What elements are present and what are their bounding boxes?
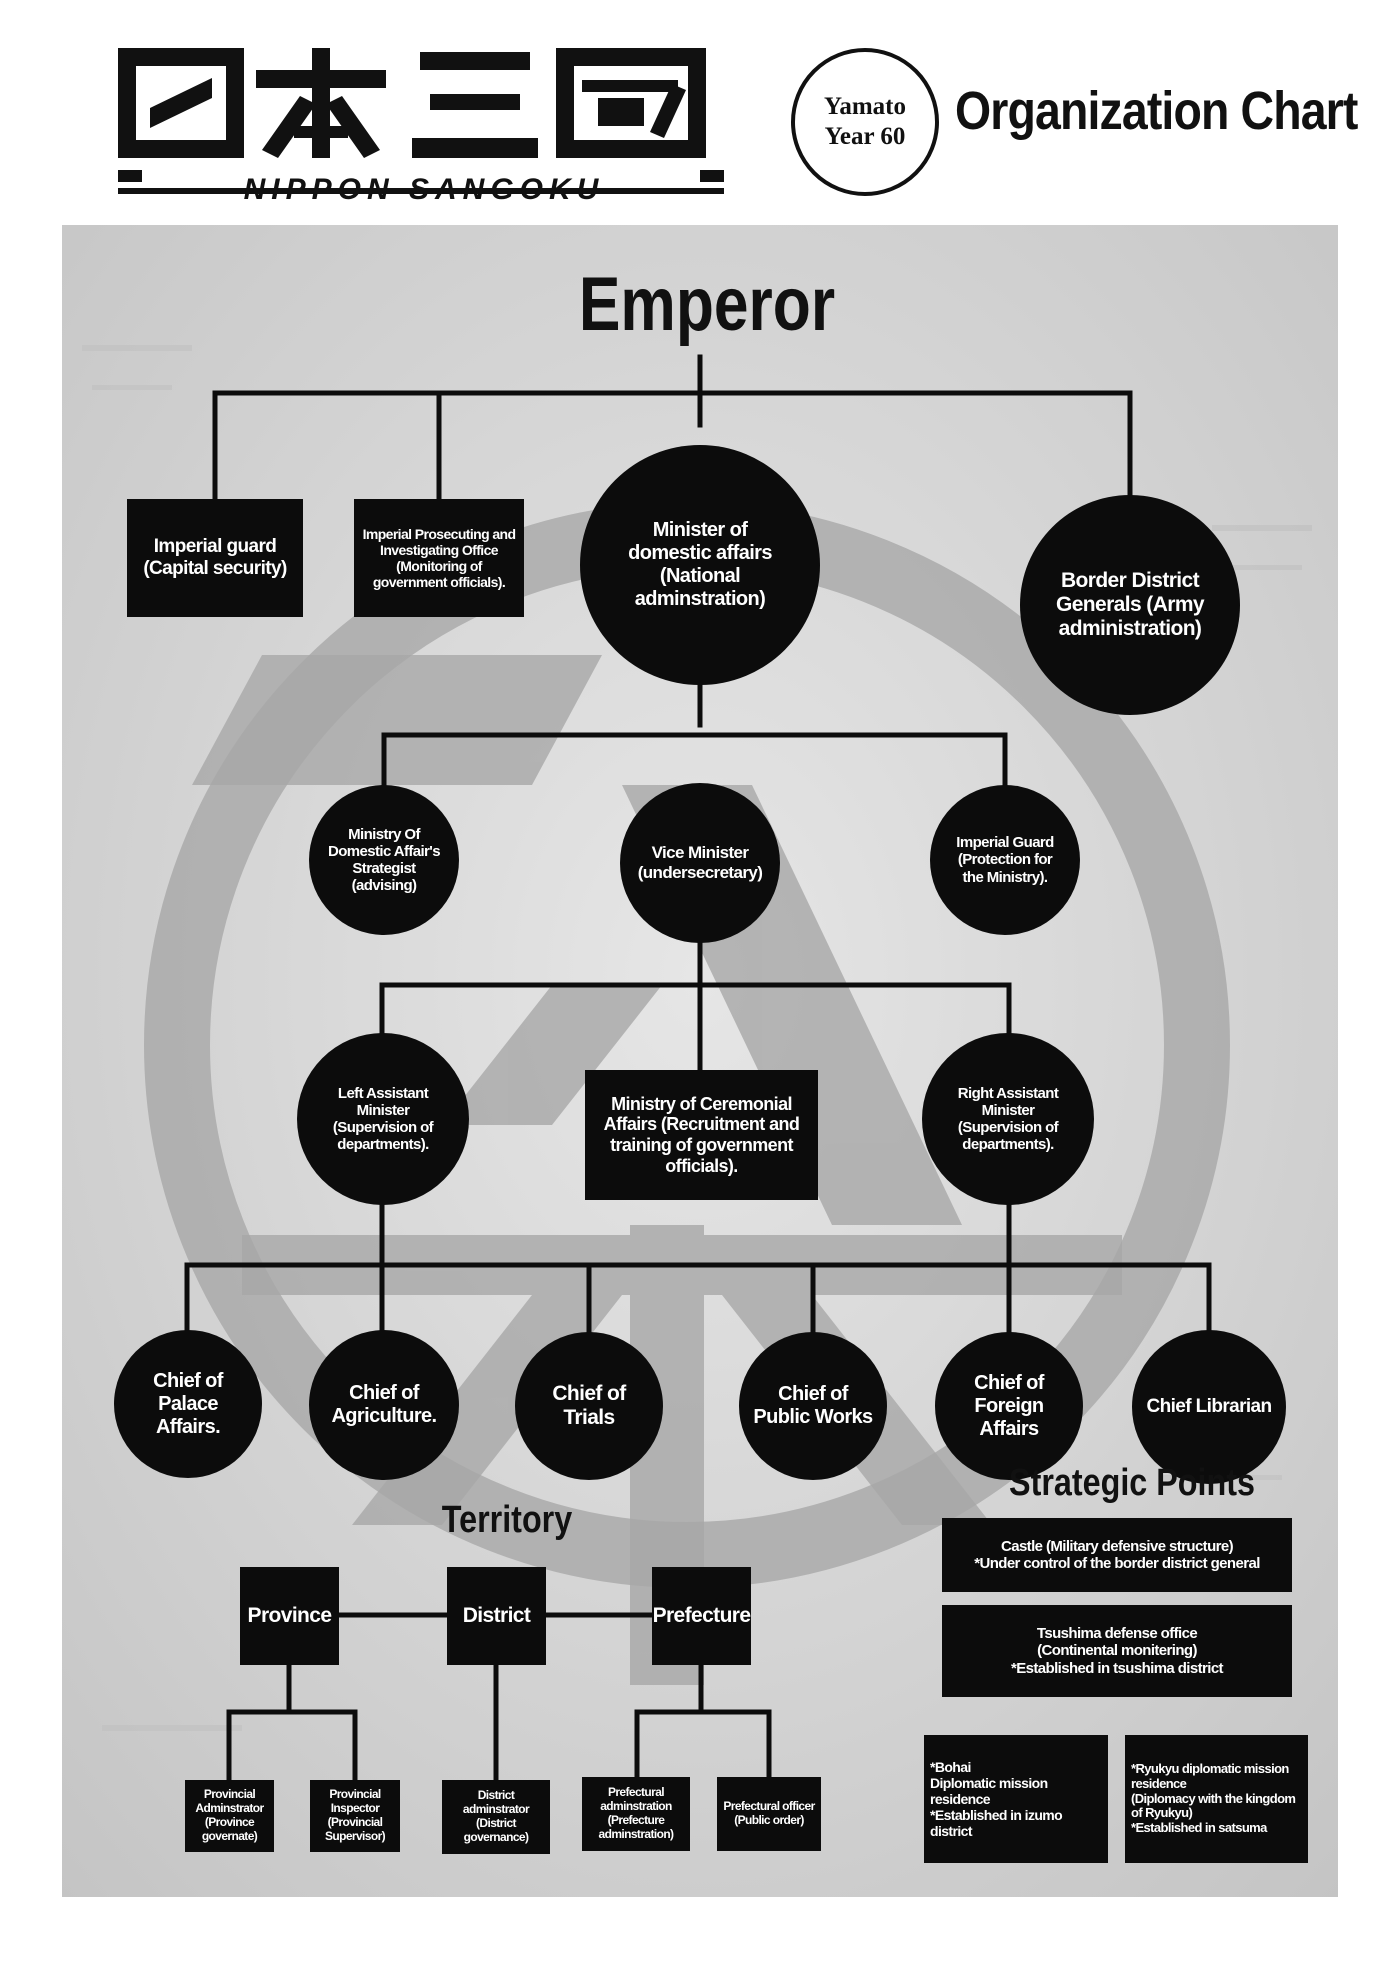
bohai-label: *Bohai Diplomatic mission residence *Est… — [930, 1758, 1063, 1840]
district-admin-box: District adminstrator (District governan… — [442, 1780, 550, 1854]
provincial-admin-label: Provincial Adminstrator (Province govern… — [195, 1787, 264, 1843]
logo-subtitle: NIPPON SANGOKU — [243, 173, 605, 206]
chief-librarian-label: Chief Librarian — [1146, 1396, 1272, 1418]
chart-title: Organization Chart — [955, 81, 1358, 141]
border-generals-label: Border District Generals (Army administr… — [1055, 568, 1205, 641]
year-badge: Yamato Year 60 — [791, 48, 939, 196]
province-label: Province — [247, 1603, 333, 1627]
chief-public-works-label: Chief of Public Works — [753, 1383, 873, 1428]
chief-foreign-affairs-circle: Chief of Foreign Affairs — [935, 1332, 1083, 1480]
chief-trials-label: Chief of Trials — [552, 1381, 626, 1429]
border-generals-circle: Border District Generals (Army administr… — [1020, 495, 1240, 715]
org-chart-panel: Emperor Imperial guard (Capital security… — [62, 225, 1338, 1897]
bohai-box: *Bohai Diplomatic mission residence *Est… — [924, 1735, 1108, 1863]
prosecuting-office-label: Imperial Prosecuting and Investigating O… — [362, 525, 516, 591]
castle-label: Castle (Military defensive structure) *U… — [974, 1537, 1260, 1572]
minister-domestic-circle: Minister of domestic affairs (National a… — [580, 445, 820, 685]
emperor-title: Emperor — [578, 262, 836, 347]
imperial-guard-label: Imperial guard (Capital security) — [143, 536, 287, 579]
ceremonial-affairs-label: Ministry of Ceremonial Affairs (Recruitm… — [603, 1093, 800, 1176]
ministry-guard-label: Imperial Guard (Protection for the Minis… — [956, 834, 1054, 886]
left-assistant-circle: Left Assistant Minister (Supervision of … — [297, 1033, 469, 1205]
chief-public-works-circle: Chief of Public Works — [739, 1332, 887, 1480]
prefectural-admin-label: Prefectural adminstration (Prefecture ad… — [598, 1785, 675, 1841]
ministry-guard-circle: Imperial Guard (Protection for the Minis… — [930, 785, 1080, 935]
vice-minister-circle: Vice Minister (undersecretary) — [620, 783, 780, 943]
provincial-admin-box: Provincial Adminstrator (Province govern… — [185, 1780, 274, 1852]
prefecture-box: Prefecture — [652, 1567, 751, 1665]
provincial-inspector-box: Provincial Inspector (Provincial Supervi… — [310, 1780, 400, 1852]
year-era: Yamato — [824, 93, 906, 120]
castle-box: Castle (Military defensive structure) *U… — [942, 1518, 1292, 1592]
district-admin-label: District adminstrator (District governan… — [462, 1788, 530, 1844]
district-box: District — [447, 1567, 546, 1665]
right-assistant-label: Right Assistant Minister (Supervision of… — [957, 1084, 1059, 1154]
territory-title: Territory — [441, 1499, 573, 1541]
imperial-guard-box: Imperial guard (Capital security) — [127, 499, 303, 617]
strategist-label: Ministry Of Domestic Affair's Strategist… — [327, 825, 441, 895]
chief-palace-label: Chief of Palace Affairs. — [153, 1369, 223, 1438]
chief-librarian-circle: Chief Librarian — [1132, 1330, 1286, 1484]
nippon-sangoku-logo — [118, 48, 724, 194]
chief-palace-circle: Chief of Palace Affairs. — [114, 1330, 262, 1478]
ryukyu-label: *Ryukyu diplomatic mission residence (Di… — [1131, 1760, 1296, 1836]
chief-trials-circle: Chief of Trials — [515, 1332, 663, 1480]
chief-foreign-affairs-label: Chief of Foreign Affairs — [974, 1371, 1044, 1440]
tsushima-label: Tsushima defense office (Continental mon… — [1011, 1625, 1224, 1677]
year-number: Year 60 — [824, 123, 906, 150]
provincial-inspector-label: Provincial Inspector (Provincial Supervi… — [324, 1787, 386, 1843]
vice-minister-label: Vice Minister (undersecretary) — [637, 843, 763, 882]
prefectural-officer-box: Prefectural officer (Public order) — [717, 1777, 821, 1851]
left-assistant-label: Left Assistant Minister (Supervision of … — [332, 1084, 434, 1154]
minister-domestic-label: Minister of domestic affairs (National a… — [628, 519, 772, 610]
right-assistant-circle: Right Assistant Minister (Supervision of… — [922, 1033, 1094, 1205]
ceremonial-affairs-box: Ministry of Ceremonial Affairs (Recruitm… — [585, 1070, 818, 1200]
ryukyu-box: *Ryukyu diplomatic mission residence (Di… — [1125, 1735, 1308, 1863]
connector-lines — [184, 354, 1212, 1783]
prosecuting-office-box: Imperial Prosecuting and Investigating O… — [354, 499, 524, 617]
prefecture-label: Prefecture — [652, 1603, 751, 1627]
prefectural-admin-box: Prefectural adminstration (Prefecture ad… — [582, 1777, 690, 1851]
tsushima-box: Tsushima defense office (Continental mon… — [942, 1605, 1292, 1697]
district-label: District — [462, 1603, 531, 1627]
chief-agriculture-circle: Chief of Agriculture. — [309, 1330, 459, 1480]
strategic-points-title: Strategic Points — [1009, 1462, 1255, 1504]
prefectural-officer-label: Prefectural officer (Public order) — [723, 1799, 815, 1827]
province-box: Province — [240, 1567, 339, 1665]
chief-agriculture-label: Chief of Agriculture. — [331, 1382, 437, 1427]
strategist-circle: Ministry Of Domestic Affair's Strategist… — [309, 785, 459, 935]
